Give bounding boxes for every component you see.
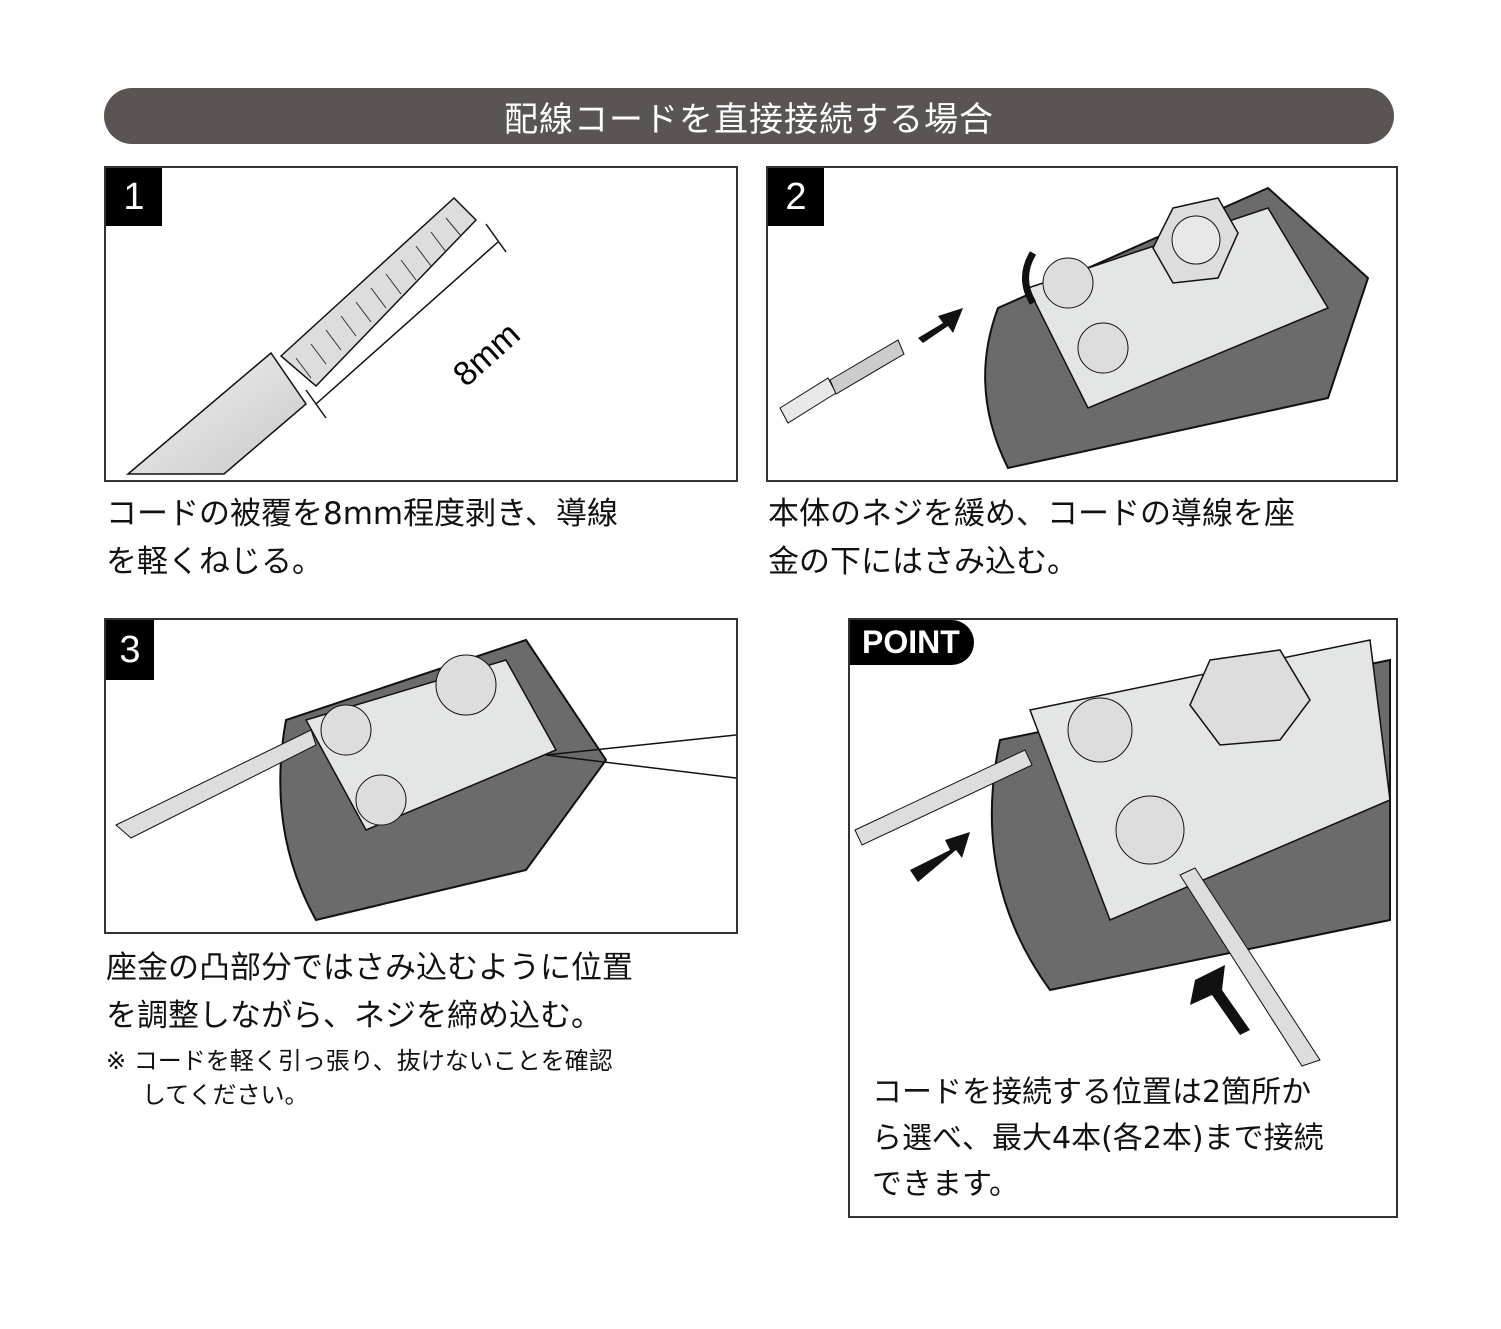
section-header-banner: 配線コードを直接接続する場合	[104, 88, 1394, 144]
dimension-label: 8mm	[446, 315, 528, 394]
step-3-note-line2: してください。	[142, 1081, 309, 1109]
step-3-note: ※ コードを軽く引っ張り、抜けないことを確認 してください。	[106, 1044, 613, 1112]
step-3-caption-line1: 座金の凸部分ではさみ込むように位置	[106, 950, 633, 986]
step-2-caption-line2: 金の下にはさみ込む。	[768, 544, 1078, 580]
point-closeup-illustration	[854, 639, 1391, 1067]
point-caption-line2: ら選べ、最大4本(各2本)まで接続	[872, 1121, 1324, 1156]
step-3-caption-line2: を調整しながら、ネジを締め込む。	[106, 998, 602, 1034]
section-title: 配線コードを直接接続する場合	[504, 99, 994, 140]
step-2-caption: 本体のネジを緩め、コードの導線を座 金の下にはさみ込む。	[768, 490, 1295, 586]
step-2-panel: 2	[766, 166, 1398, 482]
step-1-caption-line1: コードの被覆を8mm程度剥き、導線	[106, 496, 618, 532]
stripped-wire-illustration: 8mm	[125, 196, 528, 475]
point-caption-line1: コードを接続する位置は2箇所か	[872, 1075, 1312, 1110]
step-3-number: 3	[106, 620, 154, 680]
point-caption: コードを接続する位置は2箇所か ら選べ、最大4本(各2本)まで接続 できます。	[872, 1070, 1324, 1208]
step-2-number: 2	[768, 168, 824, 226]
terminal-insert-illustration	[779, 186, 1370, 470]
step-1-caption: コードの被覆を8mm程度剥き、導線 を軽くねじる。	[106, 490, 618, 586]
note-mark: ※	[106, 1047, 127, 1075]
point-panel: POINT コードを接続する位置は2箇所か ら選べ、最大4本(各2本)まで接続 …	[848, 618, 1398, 1218]
step-1-panel: 1 8mm	[104, 166, 738, 482]
step-3-panel: 3	[104, 618, 738, 934]
point-caption-line3: できます。	[872, 1167, 1019, 1202]
step-2-caption-line1: 本体のネジを緩め、コードの導線を座	[768, 496, 1295, 532]
step-1-caption-line2: を軽くねじる。	[106, 544, 323, 580]
step-3-caption: 座金の凸部分ではさみ込むように位置 を調整しながら、ネジを締め込む。	[106, 944, 633, 1040]
step-1-number: 1	[106, 168, 162, 226]
terminal-tighten-illustration	[115, 638, 736, 922]
point-tag: POINT	[850, 620, 974, 665]
step-3-note-line1: コードを軽く引っ張り、抜けないことを確認	[133, 1047, 613, 1075]
